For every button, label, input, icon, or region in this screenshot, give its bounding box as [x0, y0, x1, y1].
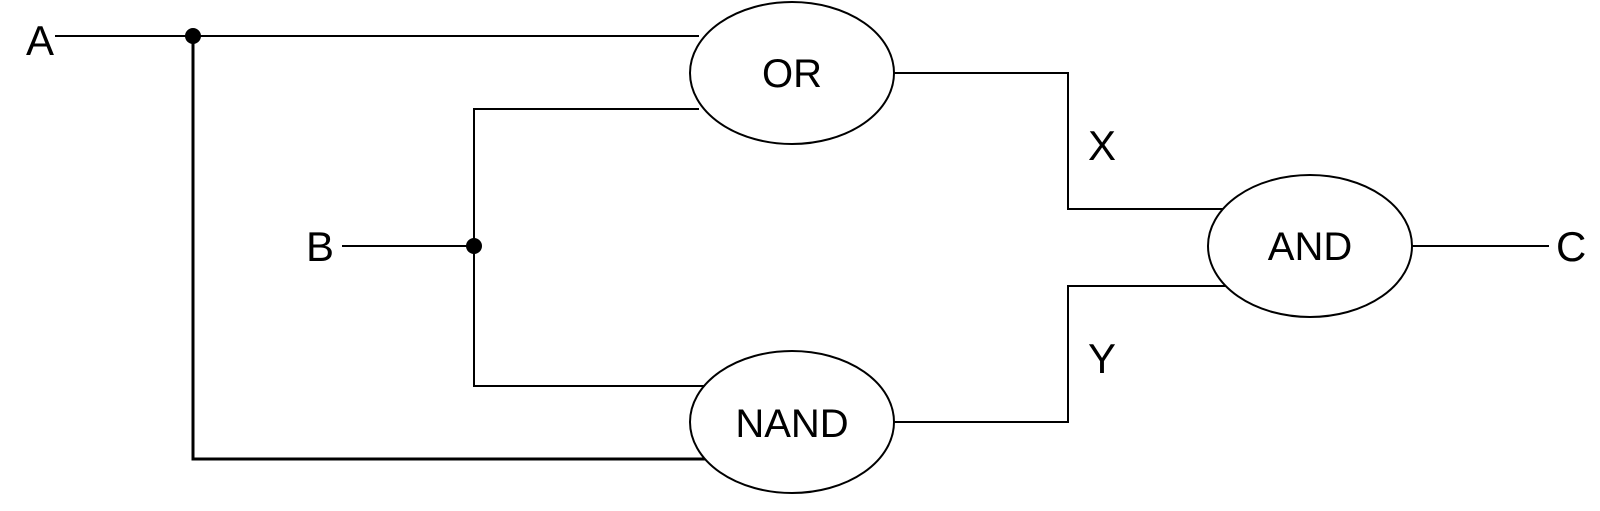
wire-x	[891, 72, 1226, 210]
gate-or-shape	[689, 1, 895, 145]
junction-b	[466, 238, 482, 254]
gate-nand-label: NAND	[735, 402, 848, 446]
input-a-label: A	[26, 17, 54, 64]
junction-a	[185, 28, 201, 44]
signal-y-label: Y	[1088, 335, 1116, 382]
wire-a-to-nand	[191, 36, 705, 461]
gate-and: AND	[1207, 174, 1413, 318]
gate-or: OR	[689, 1, 895, 145]
input-b-label: B	[306, 223, 334, 270]
wire-b-to-or	[473, 108, 699, 247]
signal-x-label: X	[1088, 122, 1116, 169]
output-c-label: C	[1556, 223, 1586, 270]
wires	[55, 35, 1549, 461]
gate-nand-shape	[689, 350, 895, 494]
gate-nand: NAND	[689, 350, 895, 494]
wire-b-to-nand	[473, 245, 704, 387]
gate-and-label: AND	[1268, 225, 1352, 269]
gate-and-shape	[1207, 174, 1413, 318]
gate-or-label: OR	[762, 52, 822, 96]
wire-y	[891, 285, 1226, 423]
